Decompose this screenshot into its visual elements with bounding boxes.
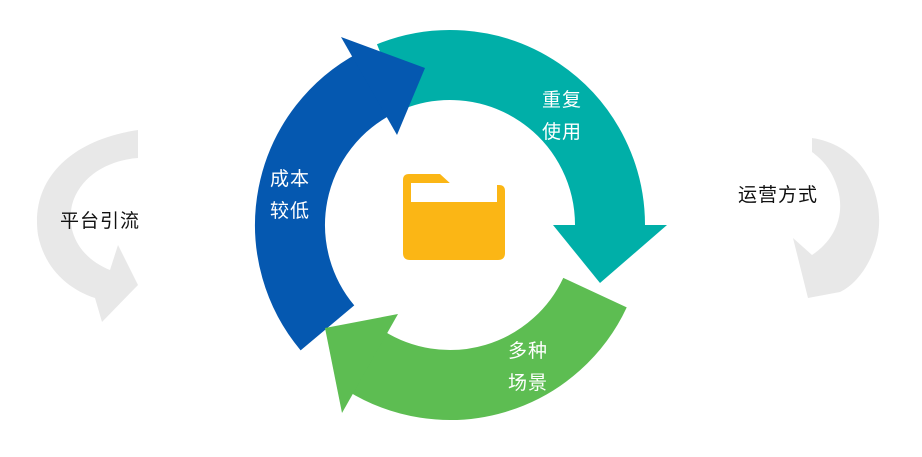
folder-icon xyxy=(403,174,505,260)
left-label: 平台引流 xyxy=(60,210,141,232)
segment-label-cost: 成本 较低 xyxy=(270,163,310,227)
segment-label-reuse: 重复 使用 xyxy=(542,84,582,148)
right-label: 运营方式 xyxy=(738,184,819,206)
label-line: 使用 xyxy=(542,121,583,143)
label-line: 多种 xyxy=(508,340,549,362)
label-line: 较低 xyxy=(270,200,311,222)
teal-arc xyxy=(376,30,645,226)
label-line: 场景 xyxy=(508,372,549,394)
green-arc xyxy=(346,277,627,420)
segment-label-scenarios: 多种 场景 xyxy=(508,335,548,399)
teal-arrowhead xyxy=(553,225,667,283)
label-line: 重复 xyxy=(542,89,583,111)
label-line: 成本 xyxy=(270,168,311,190)
left-curved-arrow xyxy=(36,130,138,322)
right-curved-arrow xyxy=(793,138,880,298)
green-arrowhead xyxy=(325,314,398,413)
blue-arrowhead xyxy=(341,37,425,135)
blue-arc xyxy=(255,52,393,351)
